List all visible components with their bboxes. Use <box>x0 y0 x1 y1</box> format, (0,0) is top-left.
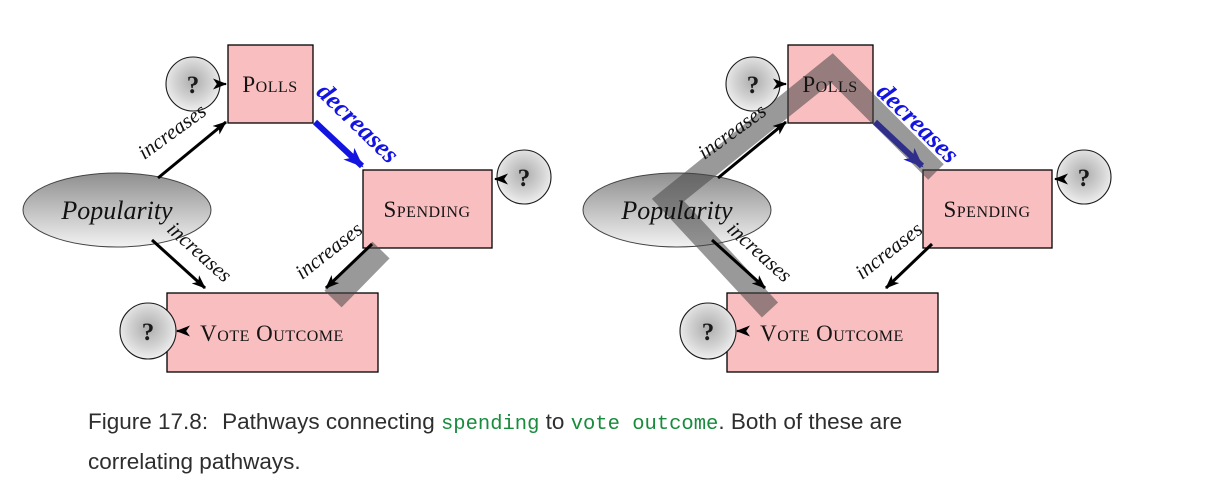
caption-text: to <box>545 409 565 434</box>
question-mark: ? <box>142 319 155 346</box>
code-word-spending: spending <box>440 413 540 436</box>
polls-box <box>227 44 314 124</box>
question-mark: ? <box>187 72 200 99</box>
increases-label-popularity-polls: increases <box>133 99 211 165</box>
vote-outcome-box <box>166 292 379 373</box>
decreases-label-polls-spending: decreases <box>311 77 405 169</box>
arrow-spending-vote-outcome <box>324 242 374 290</box>
caption-text: . Both of these are <box>718 409 903 434</box>
arrow-popularity-polls <box>157 120 227 180</box>
question-mark: ? <box>702 319 715 346</box>
polls-label: Polls <box>802 72 857 97</box>
arrow-popularity-vote-outcome <box>150 238 207 290</box>
increases-label-spending-vote: increases <box>850 217 927 284</box>
spending-label: Spending <box>383 197 470 222</box>
highlight-band-direct-path <box>324 241 390 308</box>
caption-line-1: Figure 17.8: Pathways connecting spending… <box>88 403 1078 443</box>
spending-label: Spending <box>943 197 1030 222</box>
figure-number: Figure 17.8: <box>88 409 209 434</box>
arrow-popularity-polls <box>717 120 787 180</box>
caption-line-2: correlating pathways. <box>88 443 1078 480</box>
popularity-ellipse <box>22 172 212 248</box>
arrow-popularity-vote-outcome <box>710 238 767 290</box>
causal-diagram-direct-path: Popularity Polls Spending Vote Outcome ?… <box>22 44 552 373</box>
arrow-spending-vote-outcome <box>884 242 934 290</box>
arrow-polls-spending <box>312 119 365 169</box>
caption-text: correlating pathways. <box>88 449 301 474</box>
vote-outcome-label: Vote Outcome <box>760 321 904 346</box>
figure-caption: Figure 17.8: Pathways connecting spending… <box>88 403 1078 480</box>
highlight-band-backdoor-path <box>651 53 944 318</box>
caption-text: Pathways connecting <box>222 409 435 434</box>
popularity-label: Popularity <box>620 196 733 225</box>
causal-diagram-backdoor-path: Popularity Polls Spending Vote Outcome ?… <box>582 44 1112 373</box>
spending-box <box>922 169 1053 249</box>
question-mark: ? <box>1078 165 1091 192</box>
polls-label: Polls <box>242 72 297 97</box>
code-word-vote-outcome: vote outcome <box>570 413 719 436</box>
vote-outcome-label: Vote Outcome <box>200 321 344 346</box>
spending-box <box>362 169 493 249</box>
question-mark: ? <box>518 165 531 192</box>
popularity-label: Popularity <box>60 196 173 225</box>
question-mark: ? <box>747 72 760 99</box>
